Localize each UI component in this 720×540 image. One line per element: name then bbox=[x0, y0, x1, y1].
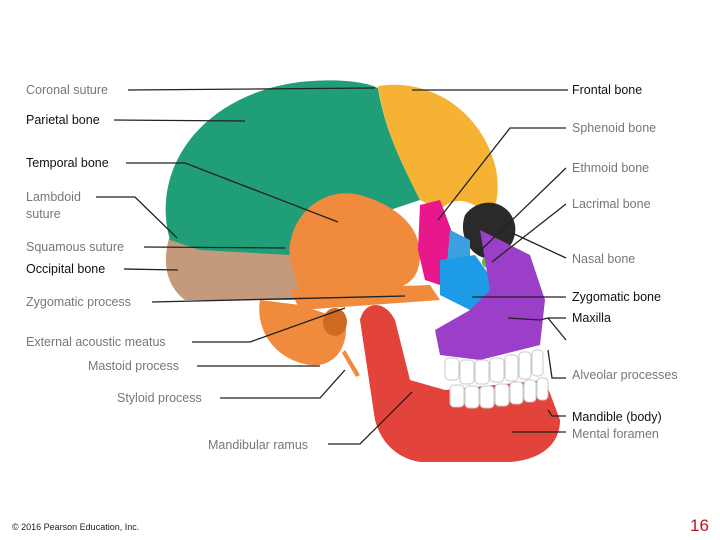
label-alveolar-processes: Alveolar processes bbox=[572, 368, 678, 382]
label-temporal-bone: Temporal bone bbox=[26, 156, 109, 170]
label-coronal-suture: Coronal suture bbox=[26, 83, 108, 97]
label-sphenoid-bone: Sphenoid bone bbox=[572, 121, 657, 135]
label-zygomatic-process: Zygomatic process bbox=[26, 295, 131, 309]
label-frontal-bone: Frontal bone bbox=[572, 83, 643, 97]
label-nasal-bone: Nasal bone bbox=[572, 252, 636, 266]
styloid-process-shape bbox=[342, 350, 360, 377]
label-squamous-suture: Squamous suture bbox=[26, 240, 124, 254]
leader-lines bbox=[96, 87, 568, 445]
page-number: 16 bbox=[690, 516, 709, 535]
label-mandible-body: Mandible (body) bbox=[572, 410, 662, 424]
label-mastoid-process: Mastoid process bbox=[88, 359, 180, 373]
upper-teeth bbox=[444, 349, 544, 385]
external-acoustic-meatus-shape bbox=[323, 308, 347, 336]
label-lacrimal-bone: Lacrimal bone bbox=[572, 197, 651, 211]
label-lambdoid-suture-line1: Lambdoid bbox=[26, 190, 81, 204]
label-ethmoid-bone: Ethmoid bone bbox=[572, 161, 650, 175]
label-styloid-process: Styloid process bbox=[117, 391, 202, 405]
copyright-notice: © 2016 Pearson Education, Inc. bbox=[12, 522, 140, 532]
label-zygomatic-bone: Zygomatic bone bbox=[572, 290, 661, 304]
label-parietal-bone: Parietal bone bbox=[26, 113, 100, 127]
label-mandibular-ramus: Mandibular ramus bbox=[208, 438, 309, 452]
label-maxilla: Maxilla bbox=[572, 311, 611, 325]
label-mental-foramen: Mental foramen bbox=[572, 427, 659, 441]
mandible-region bbox=[360, 305, 560, 462]
temporal-bone-region bbox=[289, 193, 420, 292]
label-occipital-bone: Occipital bone bbox=[26, 262, 106, 276]
label-lambdoid-suture-line2: suture bbox=[26, 207, 61, 221]
label-external-acoustic-meatus: External acoustic meatus bbox=[26, 335, 166, 349]
maxilla-region bbox=[435, 230, 545, 360]
lower-teeth bbox=[449, 377, 549, 409]
